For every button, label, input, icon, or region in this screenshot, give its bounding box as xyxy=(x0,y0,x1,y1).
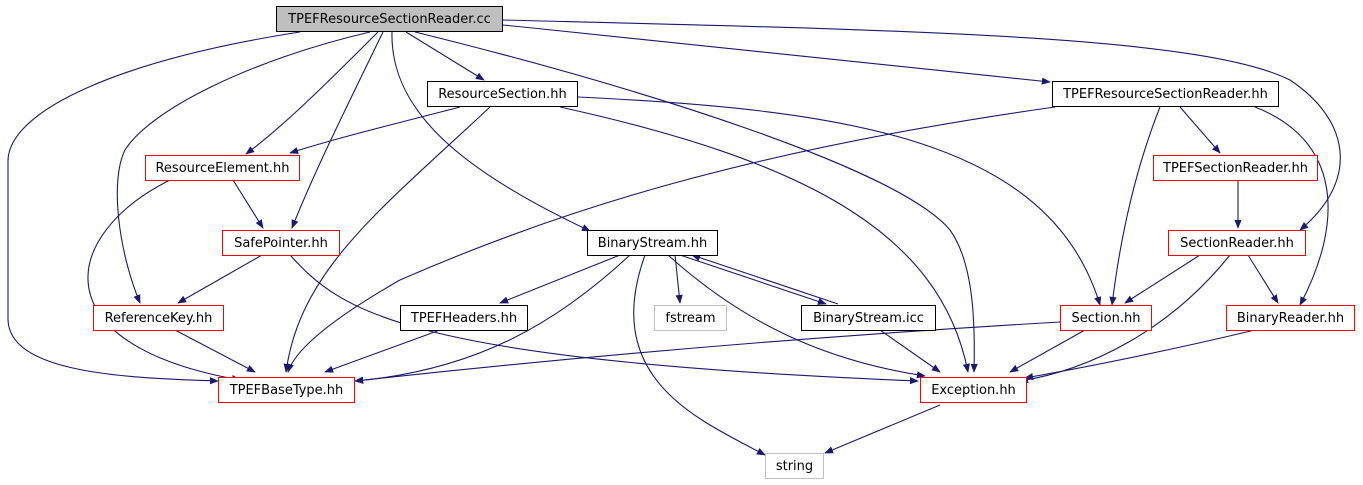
node-tpef-resource-section-reader-hh[interactable]: TPEFResourceSectionReader.hh xyxy=(1052,81,1279,107)
node-safe-pointer-hh[interactable]: SafePointer.hh xyxy=(222,230,340,256)
edge-section-reader-to-exception xyxy=(1019,254,1231,384)
node-tpef-base-type-hh[interactable]: TPEFBaseType.hh xyxy=(218,377,355,403)
edge-binary-stream-to-string xyxy=(633,254,766,456)
edge-binary-stream-to-fstream xyxy=(674,254,683,304)
edge-tpef-rsr-hh-to-tpef-section-reader xyxy=(1179,106,1221,154)
edge-reference-key-to-tpef-base-type xyxy=(174,329,256,373)
edge-tpef-rsr-hh-to-binary-reader xyxy=(1254,106,1329,306)
edge-root-to-exception xyxy=(414,31,978,373)
node-root-file: TPEFResourceSectionReader.cc xyxy=(276,6,503,32)
node-reference-key-hh[interactable]: ReferenceKey.hh xyxy=(93,305,224,331)
edge-root-to-binary-stream xyxy=(391,31,591,232)
edge-resource-section-to-exception xyxy=(559,106,970,373)
edge-exception-to-string xyxy=(824,404,941,454)
node-resource-element-hh[interactable]: ResourceElement.hh xyxy=(145,155,300,181)
edge-tpef-headers-to-tpef-base-type xyxy=(324,329,441,373)
node-string: string xyxy=(765,453,824,479)
edge-root-to-section-reader xyxy=(502,19,1341,231)
edge-binary-stream-icc-to-exception xyxy=(879,329,941,373)
node-exception-hh[interactable]: Exception.hh xyxy=(920,377,1027,403)
edge-tpef-rsr-hh-to-tpef-base-type xyxy=(287,106,1056,373)
edge-binary-stream-to-tpef-headers xyxy=(499,254,621,304)
edge-binary-stream-to-exception xyxy=(667,254,926,379)
node-binary-reader-hh[interactable]: BinaryReader.hh xyxy=(1226,305,1355,331)
node-tpef-headers-hh[interactable]: TPEFHeaders.hh xyxy=(400,305,528,331)
node-tpef-section-reader-hh[interactable]: TPEFSectionReader.hh xyxy=(1153,155,1318,181)
node-section-reader-hh[interactable]: SectionReader.hh xyxy=(1168,230,1306,256)
edge-root-to-tpef-rsr-hh xyxy=(502,24,1051,85)
edge-binary-reader-to-exception xyxy=(1024,329,1256,381)
node-resource-section-hh[interactable]: ResourceSection.hh xyxy=(427,81,578,107)
node-label: fstream xyxy=(665,310,716,326)
node-fstream: fstream xyxy=(654,305,727,331)
edge-tpef-rsr-hh-to-section xyxy=(1109,106,1161,306)
node-label: ReferenceKey.hh xyxy=(104,310,213,326)
edge-resource-element-to-safe-pointer xyxy=(232,179,264,229)
node-binary-stream-icc[interactable]: BinaryStream.icc xyxy=(801,305,936,331)
edge-resource-section-to-section xyxy=(577,96,1102,306)
edge-root-to-resource-element xyxy=(245,31,379,155)
edge-resource-section-to-resource-element xyxy=(289,106,461,154)
node-label: TPEFSectionReader.hh xyxy=(1163,160,1308,176)
node-label: Section.hh xyxy=(1071,310,1141,326)
node-label: BinaryStream.icc xyxy=(813,310,924,326)
node-label: SectionReader.hh xyxy=(1180,235,1294,251)
node-binary-stream-hh[interactable]: BinaryStream.hh xyxy=(587,230,718,256)
node-label: Exception.hh xyxy=(931,382,1016,398)
edge-binary-stream-to-tpef-base-type xyxy=(354,254,631,384)
node-label: ResourceSection.hh xyxy=(438,86,567,102)
node-label: TPEFBaseType.hh xyxy=(229,382,344,398)
edge-binary-stream-icc-to-binary-stream xyxy=(691,254,839,305)
node-label: BinaryReader.hh xyxy=(1236,310,1345,326)
edge-safe-pointer-to-reference-key xyxy=(177,254,263,304)
edge-section-reader-to-binary-reader xyxy=(1247,254,1279,304)
edge-section-reader-to-section xyxy=(1124,254,1201,304)
edge-binary-stream-to-binary-stream-icc xyxy=(679,254,827,305)
node-label: SafePointer.hh xyxy=(234,235,328,251)
edge-root-to-safe-pointer xyxy=(291,31,384,229)
node-label: TPEFHeaders.hh xyxy=(410,310,518,326)
node-label: string xyxy=(775,458,814,474)
node-label: TPEFResourceSectionReader.hh xyxy=(1063,86,1268,102)
node-label: ResourceElement.hh xyxy=(155,160,290,176)
edge-resource-element-to-tpef-base-type xyxy=(87,179,241,383)
node-label: BinaryStream.hh xyxy=(597,235,708,251)
edge-root-to-reference-key xyxy=(116,31,371,304)
edge-root-to-resource-section xyxy=(405,31,485,81)
edge-section-to-exception xyxy=(1009,329,1086,373)
edge-root-to-tpef-base-type xyxy=(7,31,301,385)
edge-resource-section-to-tpef-base-type xyxy=(283,106,491,373)
node-section-hh[interactable]: Section.hh xyxy=(1060,305,1152,331)
node-label: TPEFResourceSectionReader.cc xyxy=(288,11,491,27)
